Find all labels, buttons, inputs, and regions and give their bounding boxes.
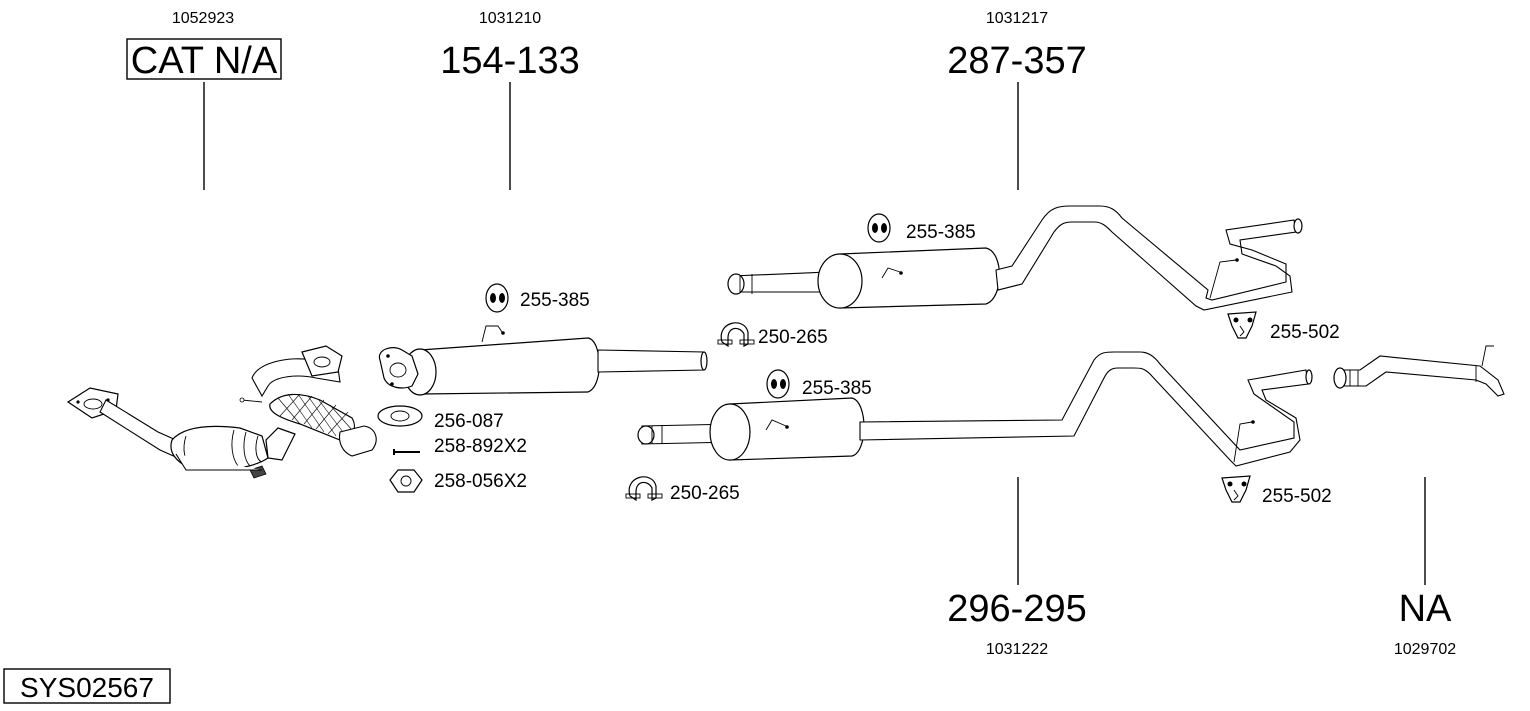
system-code-box [3, 668, 171, 704]
cat-part-box [126, 38, 282, 80]
upper-hanger-label: 255-385 [906, 222, 976, 243]
front-hanger-label: 255-385 [520, 290, 590, 311]
rubber-hanger-icon [867, 213, 891, 243]
gasket-icon [377, 405, 423, 427]
gasket-label: 256-087 [434, 411, 504, 432]
pipe-clamp-icon [625, 476, 663, 502]
nut-icon [389, 469, 423, 493]
bracket-lower-label: 255-502 [1262, 486, 1332, 507]
tail-pipe-code-label: 1029702 [1394, 641, 1456, 658]
bolt-label: 258-892X2 [434, 436, 527, 457]
rear-silencer-lower-code-label: 1031222 [986, 641, 1048, 658]
mounting-bracket-icon [1227, 311, 1257, 339]
rubber-hanger-icon [485, 283, 509, 313]
front-silencer-code-label: 1031210 [479, 10, 541, 27]
clamp-upper-label: 250-265 [758, 327, 828, 348]
tail-pipe-part-number: NA [1399, 588, 1452, 630]
clamp-lower-label: 250-265 [670, 483, 740, 504]
bolt-icon [393, 449, 420, 455]
rear-silencer-upper-drawing [727, 205, 1303, 311]
front-silencer-drawing [378, 325, 708, 396]
rear-silencer-lower-part-number: 296-295 [947, 588, 1086, 630]
mounting-bracket-icon [1221, 475, 1251, 503]
cat-part-number: CAT N/A [131, 40, 278, 82]
lower-hanger-label: 255-385 [802, 378, 872, 399]
pipe-clamp-icon [717, 322, 755, 348]
rear-silencer-upper-code-label: 1031217 [986, 10, 1048, 27]
cat-code-label: 1052923 [172, 10, 234, 27]
nut-label: 258-056X2 [434, 471, 527, 492]
rear-silencer-upper-part-number: 287-357 [947, 40, 1086, 82]
rubber-hanger-icon [766, 369, 790, 399]
bracket-upper-label: 255-502 [1270, 322, 1340, 343]
system-code: SYS02567 [20, 672, 154, 703]
catalyst-assembly-drawing [66, 345, 377, 479]
rear-silencer-lower-drawing [637, 351, 1313, 467]
tail-pipe-drawing [1333, 345, 1505, 397]
front-silencer-part-number: 154-133 [440, 40, 579, 82]
